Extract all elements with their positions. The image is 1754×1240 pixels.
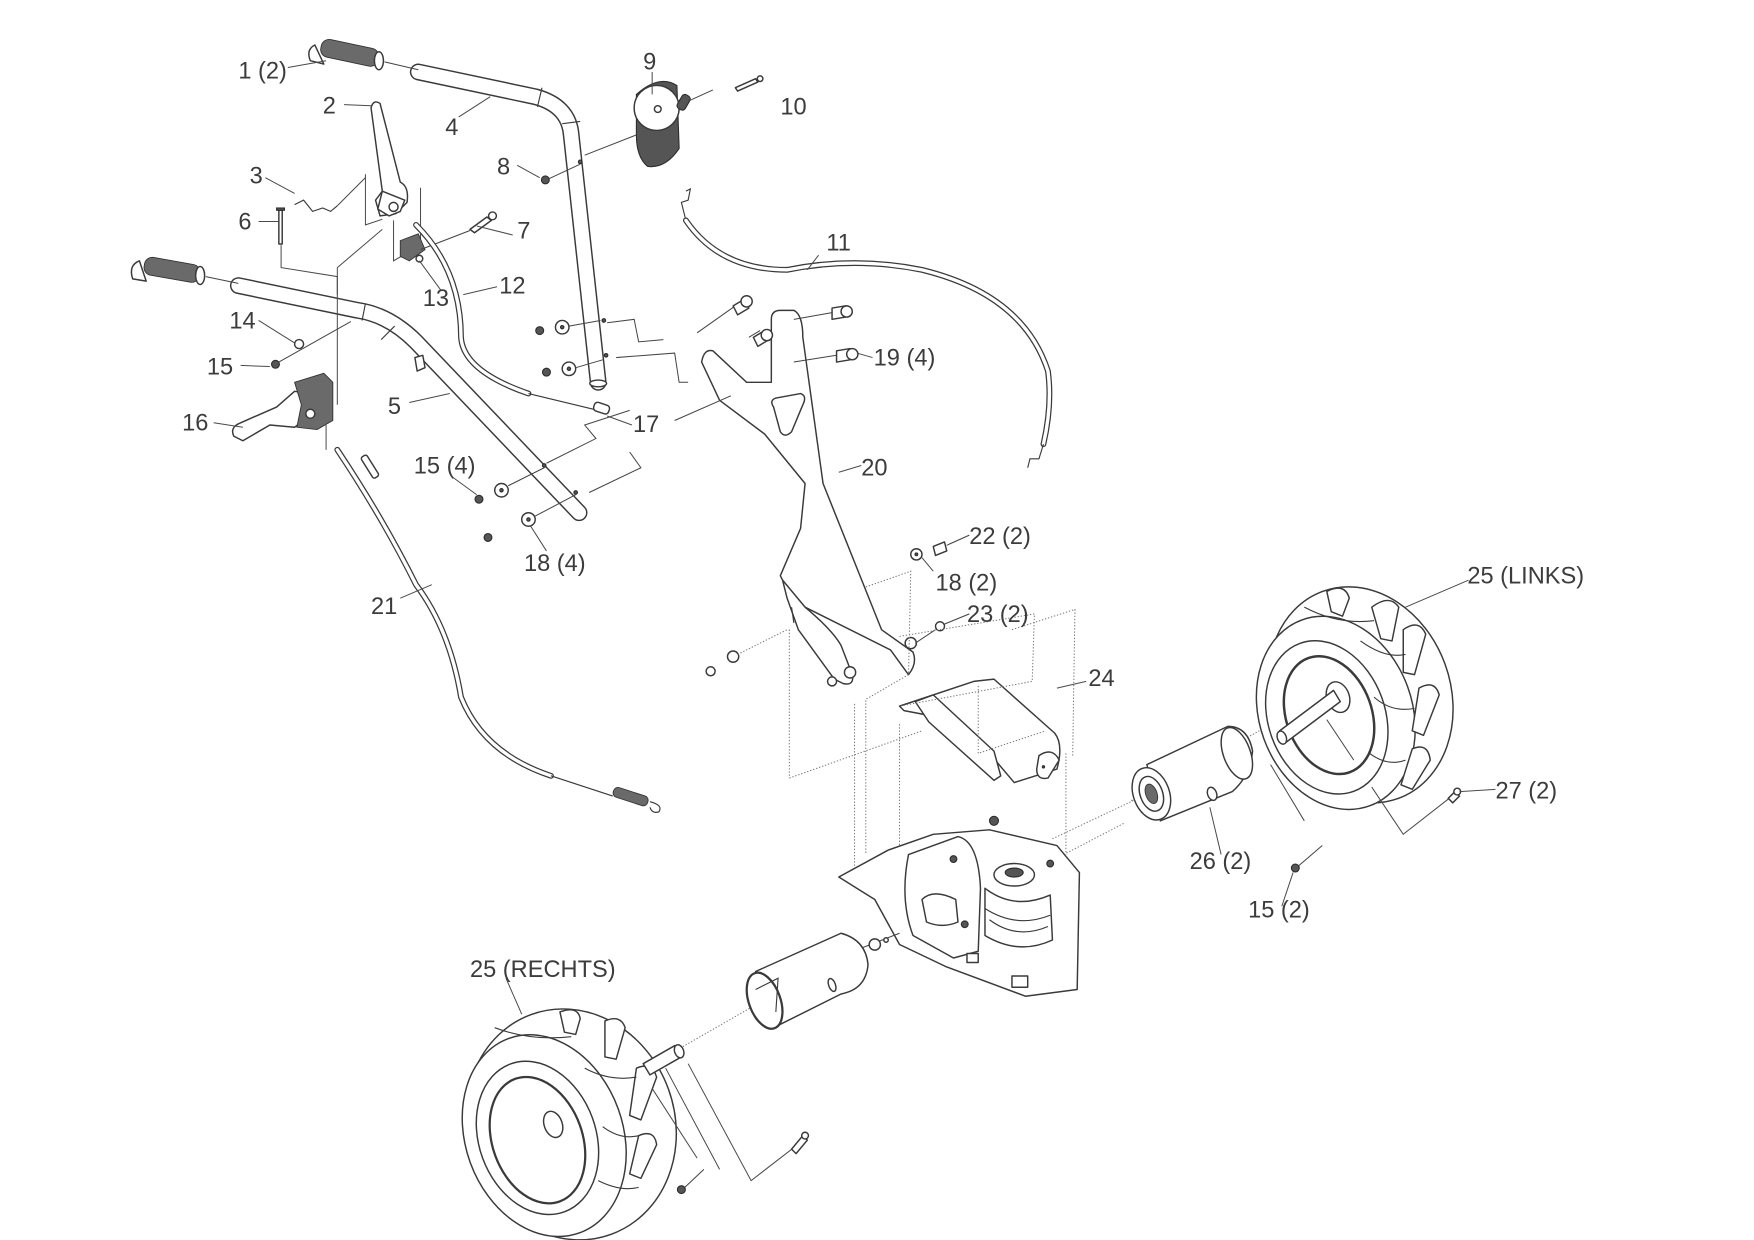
hub-adapter-26-right [1052,725,1254,840]
callout-19-4: 19 (4) [874,345,936,371]
callout-18-4: 18 (4) [524,551,586,577]
callout-2: 2 [323,94,336,120]
lower-handlebar [229,277,588,522]
callout-21: 21 [371,594,397,620]
belt-cover [898,678,1061,784]
callout-4: 4 [445,115,458,141]
callout-11: 11 [826,231,851,257]
callout-23-2: 23 (2) [967,602,1029,628]
callout-8: 8 [497,154,510,180]
handle-mount-frame [474,294,918,685]
callout-5: 5 [388,394,401,420]
transmission-housing [838,815,1081,997]
callout-15: 15 [207,354,233,380]
shift-knob [540,75,764,185]
callout-20: 20 [861,456,887,482]
drive-control-lever [231,372,334,450]
callout-3: 3 [250,163,263,189]
upper-handlebar [409,63,609,391]
callout-leaders [213,60,1496,1015]
wheel-left [1255,586,1462,873]
handle-grip-lower [130,256,239,286]
callout-24: 24 [1088,666,1114,692]
cable-11 [680,187,1053,468]
callout-14: 14 [229,308,255,334]
callout-13: 13 [423,286,449,312]
callout-22-2: 22 (2) [969,524,1031,550]
callout-1: 1 (2) [238,59,287,85]
callout-12: 12 [499,273,525,299]
callout-15-4: 15 (4) [414,453,476,479]
callout-25-links: 25 (LINKS) [1467,564,1584,590]
hub-adapter-26-left [674,932,869,1052]
callout-16: 16 [182,411,208,437]
handle-grip-upper [308,38,419,71]
callout-25-rechts: 25 (RECHTS) [470,957,616,983]
lever-assembly [270,101,498,405]
callout-9: 9 [643,50,656,76]
callout-7: 7 [517,218,530,244]
drawing-layer: 1 (2) 2 3 4 5 6 7 8 9 10 11 12 13 14 15 … [130,38,1584,1240]
bolts-19 [696,294,859,363]
callout-labels: 1 (2) 2 3 4 5 6 7 8 9 10 11 12 13 14 15 … [182,50,1584,983]
callout-27-2: 27 (2) [1495,778,1557,804]
cable-21 [334,446,661,813]
cable-12 [413,221,611,415]
callout-15-2: 15 (2) [1248,898,1310,924]
callout-18-2: 18 (2) [936,570,998,596]
callout-26-2: 26 (2) [1190,849,1252,875]
callout-6: 6 [238,209,251,235]
wheel-right [461,1008,810,1240]
fasteners-18-15 [474,318,732,542]
callout-17: 17 [633,412,659,438]
callout-10: 10 [780,95,806,121]
